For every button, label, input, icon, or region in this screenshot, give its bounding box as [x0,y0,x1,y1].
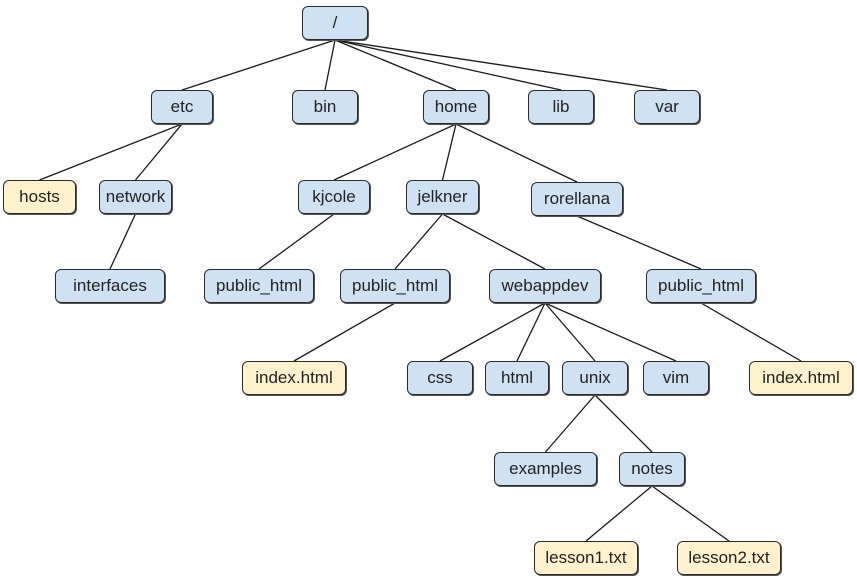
edge-webappdev-vim [544,302,677,362]
edge-jelkner-webappdev [442,213,546,270]
edge-webappdev-css [439,302,546,362]
edge-home-kjcole [333,123,457,181]
edge-home-jelkner [441,123,457,181]
edge-unix-examples [545,394,596,453]
edge-notes-lesson2 [651,485,730,542]
directory-node-ror_public: public_html [646,269,756,303]
directory-node-lib: lib [528,90,594,124]
edge-root-home [334,39,457,91]
file-node-jelkner_index: index.html [242,361,346,395]
directory-node-var: var [634,90,700,124]
edge-home-rorellana [455,123,578,183]
directory-node-rorellana: rorellana [531,182,623,216]
edge-root-lib [334,39,562,91]
directory-node-kjcole_public: public_html [204,269,314,303]
directory-node-root: / [302,6,368,40]
directory-node-jelkner_public: public_html [340,269,450,303]
edge-jelkner-jelkner_public [394,213,443,270]
edge-ror_public-ror_index [700,302,802,362]
edge-etc-network [134,123,183,181]
directory-node-webappdev: webappdev [489,269,601,303]
file-node-hosts: hosts [3,180,76,214]
edge-webappdev-html [516,302,546,362]
directory-node-jelkner: jelkner [406,180,479,214]
directory-node-etc: etc [151,90,213,124]
edge-rorellana-ror_public [576,215,702,270]
edge-root-etc [181,39,336,91]
file-node-ror_index: index.html [749,361,853,395]
edge-jelkner_public-jelkner_index [293,302,396,362]
edge-root-var [334,39,668,91]
edge-unix-notes [594,394,653,453]
file-node-lesson2: lesson2.txt [677,541,781,575]
directory-node-network: network [99,180,172,214]
directory-node-notes: notes [619,452,685,486]
edge-webappdev-unix [544,302,596,362]
directory-node-css: css [407,361,473,395]
directory-node-kjcole: kjcole [298,180,370,214]
directory-node-unix: unix [562,361,628,395]
directory-node-vim: vim [643,361,709,395]
file-node-lesson1: lesson1.txt [534,541,638,575]
directory-node-examples: examples [494,452,597,486]
edge-notes-lesson1 [585,485,653,542]
directory-node-interfaces: interfaces [55,269,165,303]
directory-node-html: html [485,361,549,395]
edge-network-interfaces [109,213,137,270]
directory-node-home: home [423,90,489,124]
edge-root-bin [324,39,336,91]
directory-node-bin: bin [292,90,358,124]
edge-kjcole-kjcole_public [258,213,335,270]
edge-etc-hosts [39,123,183,181]
